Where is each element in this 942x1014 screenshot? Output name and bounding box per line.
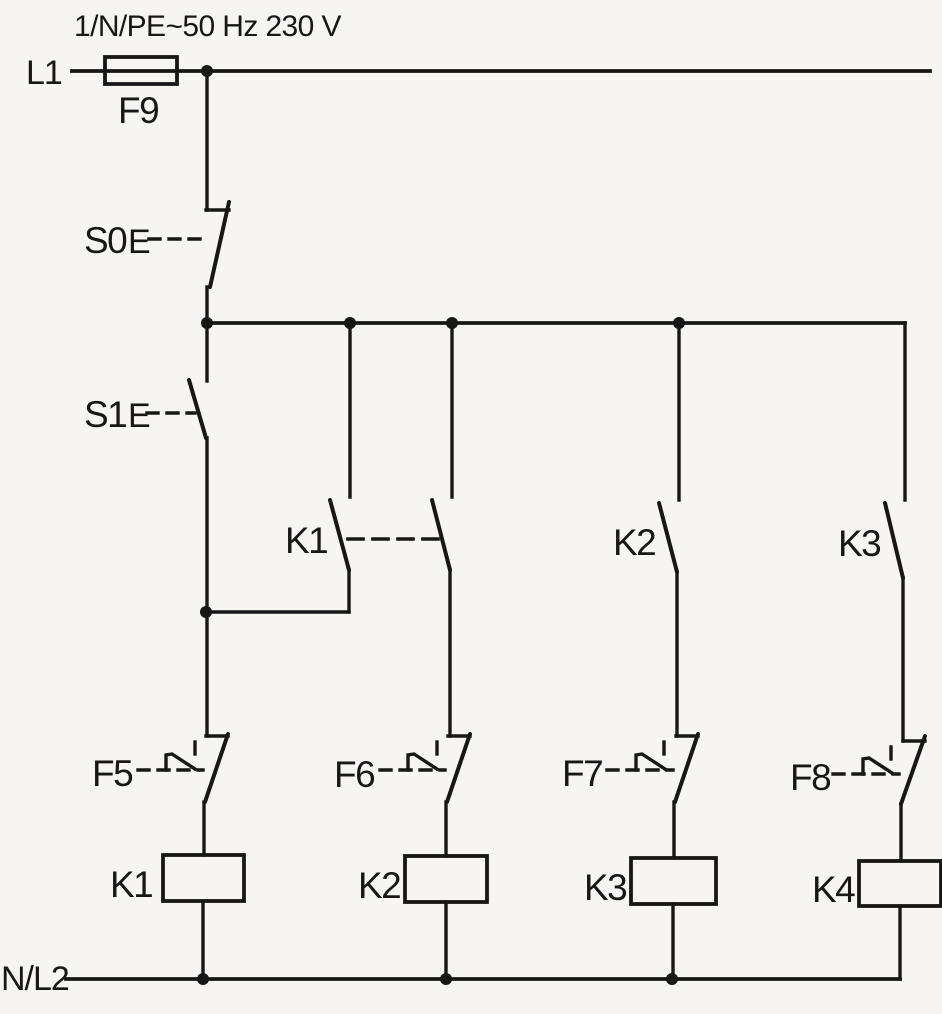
bottom-rail-label: N/L2 (1, 960, 69, 998)
contact-lever (673, 732, 700, 804)
k3-coil-symbol (629, 856, 718, 981)
k3-coil-label: K3 (584, 867, 626, 908)
k2-contact-symbol (657, 321, 681, 738)
f5-label: F5 (92, 753, 133, 794)
f8-label: F8 (790, 757, 830, 798)
f7-overload-contact-symbol (605, 732, 700, 860)
supply-spec-label: 1/N/PE~50 Hz 230 V (74, 10, 341, 43)
thermal-trip-flag (164, 752, 198, 772)
top-rail-label: L1 (26, 54, 62, 92)
coil-box (161, 853, 246, 903)
s0-label: S0 (84, 220, 127, 261)
contact-lever (208, 200, 231, 289)
contact-lever (328, 498, 351, 572)
k2-coil-symbol (403, 854, 489, 981)
k4-coil-label: K4 (812, 869, 855, 910)
f8-overload-contact-symbol (831, 734, 927, 863)
f6-label: F6 (334, 754, 374, 795)
s1-no-pushbutton-symbol (145, 321, 209, 614)
thermal-trip-flag (634, 752, 668, 772)
s0-nc-pushbutton-symbol (147, 69, 231, 325)
s1-manual-actuator-glyph: E (128, 397, 150, 435)
thermal-trip-flag (406, 752, 440, 772)
fuse-body (103, 55, 179, 86)
k1-contact-label: K1 (285, 520, 327, 561)
k1-coil-symbol (161, 853, 246, 981)
f5-overload-contact-symbol (136, 610, 230, 857)
contact-lever (430, 498, 452, 572)
junction-dot (666, 973, 678, 985)
fuse-label: F9 (118, 90, 158, 131)
contact-lever (883, 501, 905, 580)
k2-coil-label: K2 (358, 865, 400, 906)
junction-dot (440, 973, 452, 985)
coil-box (857, 859, 942, 908)
s1-label: S1 (84, 394, 126, 435)
bottom-rail-n-l2 (64, 973, 902, 985)
fuse-f9-symbol (103, 55, 179, 86)
top-rail-l1 (70, 65, 932, 77)
f6-overload-contact-symbol (378, 732, 472, 858)
contact-lever (203, 732, 230, 804)
coil-box (403, 854, 489, 904)
k1-linked-contact-symbol (346, 321, 454, 738)
control-bus (201, 317, 907, 329)
k2-contact-label: K2 (613, 522, 655, 563)
junction-dot (197, 973, 209, 985)
contact-lever (899, 734, 927, 806)
k4-coil-symbol (857, 859, 942, 981)
contact-lever (657, 501, 679, 574)
contact-lever (187, 378, 208, 440)
k1-coil-label: K1 (110, 864, 152, 905)
k3-contact-symbol (883, 321, 907, 743)
f7-label: F7 (562, 753, 602, 794)
s0-manual-actuator-glyph: E (128, 223, 150, 261)
coil-box (629, 856, 718, 906)
thermal-trip-flag (861, 756, 895, 776)
k3-contact-label: K3 (838, 523, 880, 564)
contact-lever (445, 732, 472, 804)
k1-holding-contact-symbol (200, 321, 352, 618)
